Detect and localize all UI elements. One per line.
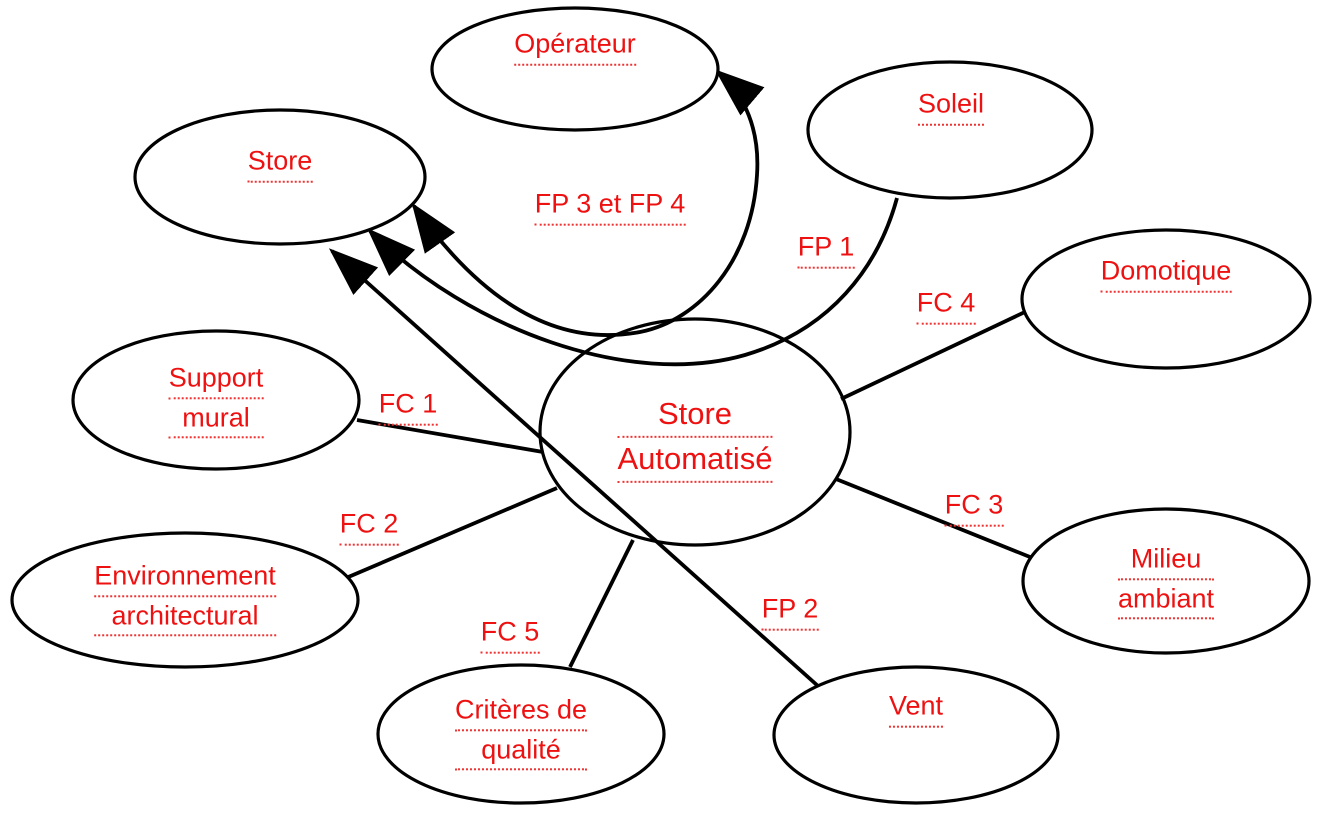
ellipse-criteres xyxy=(376,663,666,805)
node-criteres-text-1: Critères de xyxy=(454,691,588,731)
node-environnement-text-1: Environnement xyxy=(94,557,276,597)
node-vent-text: Vent xyxy=(888,689,944,728)
link-fp34-text: FP 3 et FP 4 xyxy=(534,187,686,226)
link-fc2-text: FC 2 xyxy=(339,507,399,546)
link-fp34-label: FP 3 et FP 4 xyxy=(534,187,686,226)
ellipse-soleil xyxy=(806,60,1094,200)
node-criteres-label: Critères de qualité xyxy=(454,691,588,771)
link-fp1-label: FP 1 xyxy=(797,230,855,269)
node-criteres-text-2: qualité xyxy=(454,731,588,771)
ellipse-support-mural xyxy=(71,329,361,471)
link-fp2-line xyxy=(328,248,820,688)
node-store-text: Store xyxy=(247,144,313,183)
ellipse-milieu-ambiant xyxy=(1021,507,1311,655)
node-soleil-label: Soleil xyxy=(917,87,985,126)
ellipse-domotique xyxy=(1020,228,1312,370)
link-fc2-line xyxy=(345,486,558,580)
node-central-text-1: Store xyxy=(617,393,773,438)
link-fc4-text: FC 4 xyxy=(916,286,976,325)
ellipse-store xyxy=(133,108,427,246)
node-environnement-label: Environnement architectural xyxy=(94,557,276,637)
link-fc1-line xyxy=(356,418,544,454)
link-fc4-label: FC 4 xyxy=(916,286,976,325)
node-vent-label: Vent xyxy=(888,689,944,728)
node-soleil-text: Soleil xyxy=(917,87,985,126)
node-domotique-label: Domotique xyxy=(1100,254,1232,293)
link-fc2-label: FC 2 xyxy=(339,507,399,546)
link-fp2-label: FP 2 xyxy=(761,592,819,631)
link-fp1-text: FP 1 xyxy=(797,230,855,269)
link-fc5-line xyxy=(568,539,635,668)
node-environnement-text-2: architectural xyxy=(94,597,276,637)
node-central-label: Store Automatisé xyxy=(617,393,773,484)
node-support-mural-text-1: Support xyxy=(168,359,264,399)
ellipse-operateur xyxy=(430,6,720,132)
node-milieu-ambiant-label: Milieu ambiant xyxy=(1117,540,1215,620)
link-fp2-text: FP 2 xyxy=(761,592,819,631)
node-operateur-text: Opérateur xyxy=(514,27,636,66)
node-operateur-label: Opérateur xyxy=(514,27,636,66)
node-support-mural-text-2: mural xyxy=(168,399,264,439)
node-store-label: Store xyxy=(247,144,313,183)
link-fc3-label: FC 3 xyxy=(944,488,1004,527)
node-domotique-text: Domotique xyxy=(1100,254,1232,293)
node-support-mural-label: Support mural xyxy=(168,359,264,439)
link-fc1-text: FC 1 xyxy=(378,387,438,426)
ellipse-environnement xyxy=(10,531,360,669)
ellipse-central-store-automatise xyxy=(538,317,852,547)
link-fc1-label: FC 1 xyxy=(378,387,438,426)
link-fc3-text: FC 3 xyxy=(944,488,1004,527)
link-fc3-line xyxy=(835,477,1031,559)
link-fc5-label: FC 5 xyxy=(480,615,540,654)
node-milieu-ambiant-text-2: ambiant xyxy=(1117,580,1215,620)
link-fc4-line xyxy=(840,309,1028,401)
link-fp1-line xyxy=(367,197,899,367)
link-fp34-line xyxy=(411,69,765,337)
node-central-text-2: Automatisé xyxy=(617,438,773,484)
ellipse-vent xyxy=(772,665,1060,805)
node-milieu-ambiant-text-1: Milieu xyxy=(1117,540,1215,580)
link-fc5-text: FC 5 xyxy=(480,615,540,654)
